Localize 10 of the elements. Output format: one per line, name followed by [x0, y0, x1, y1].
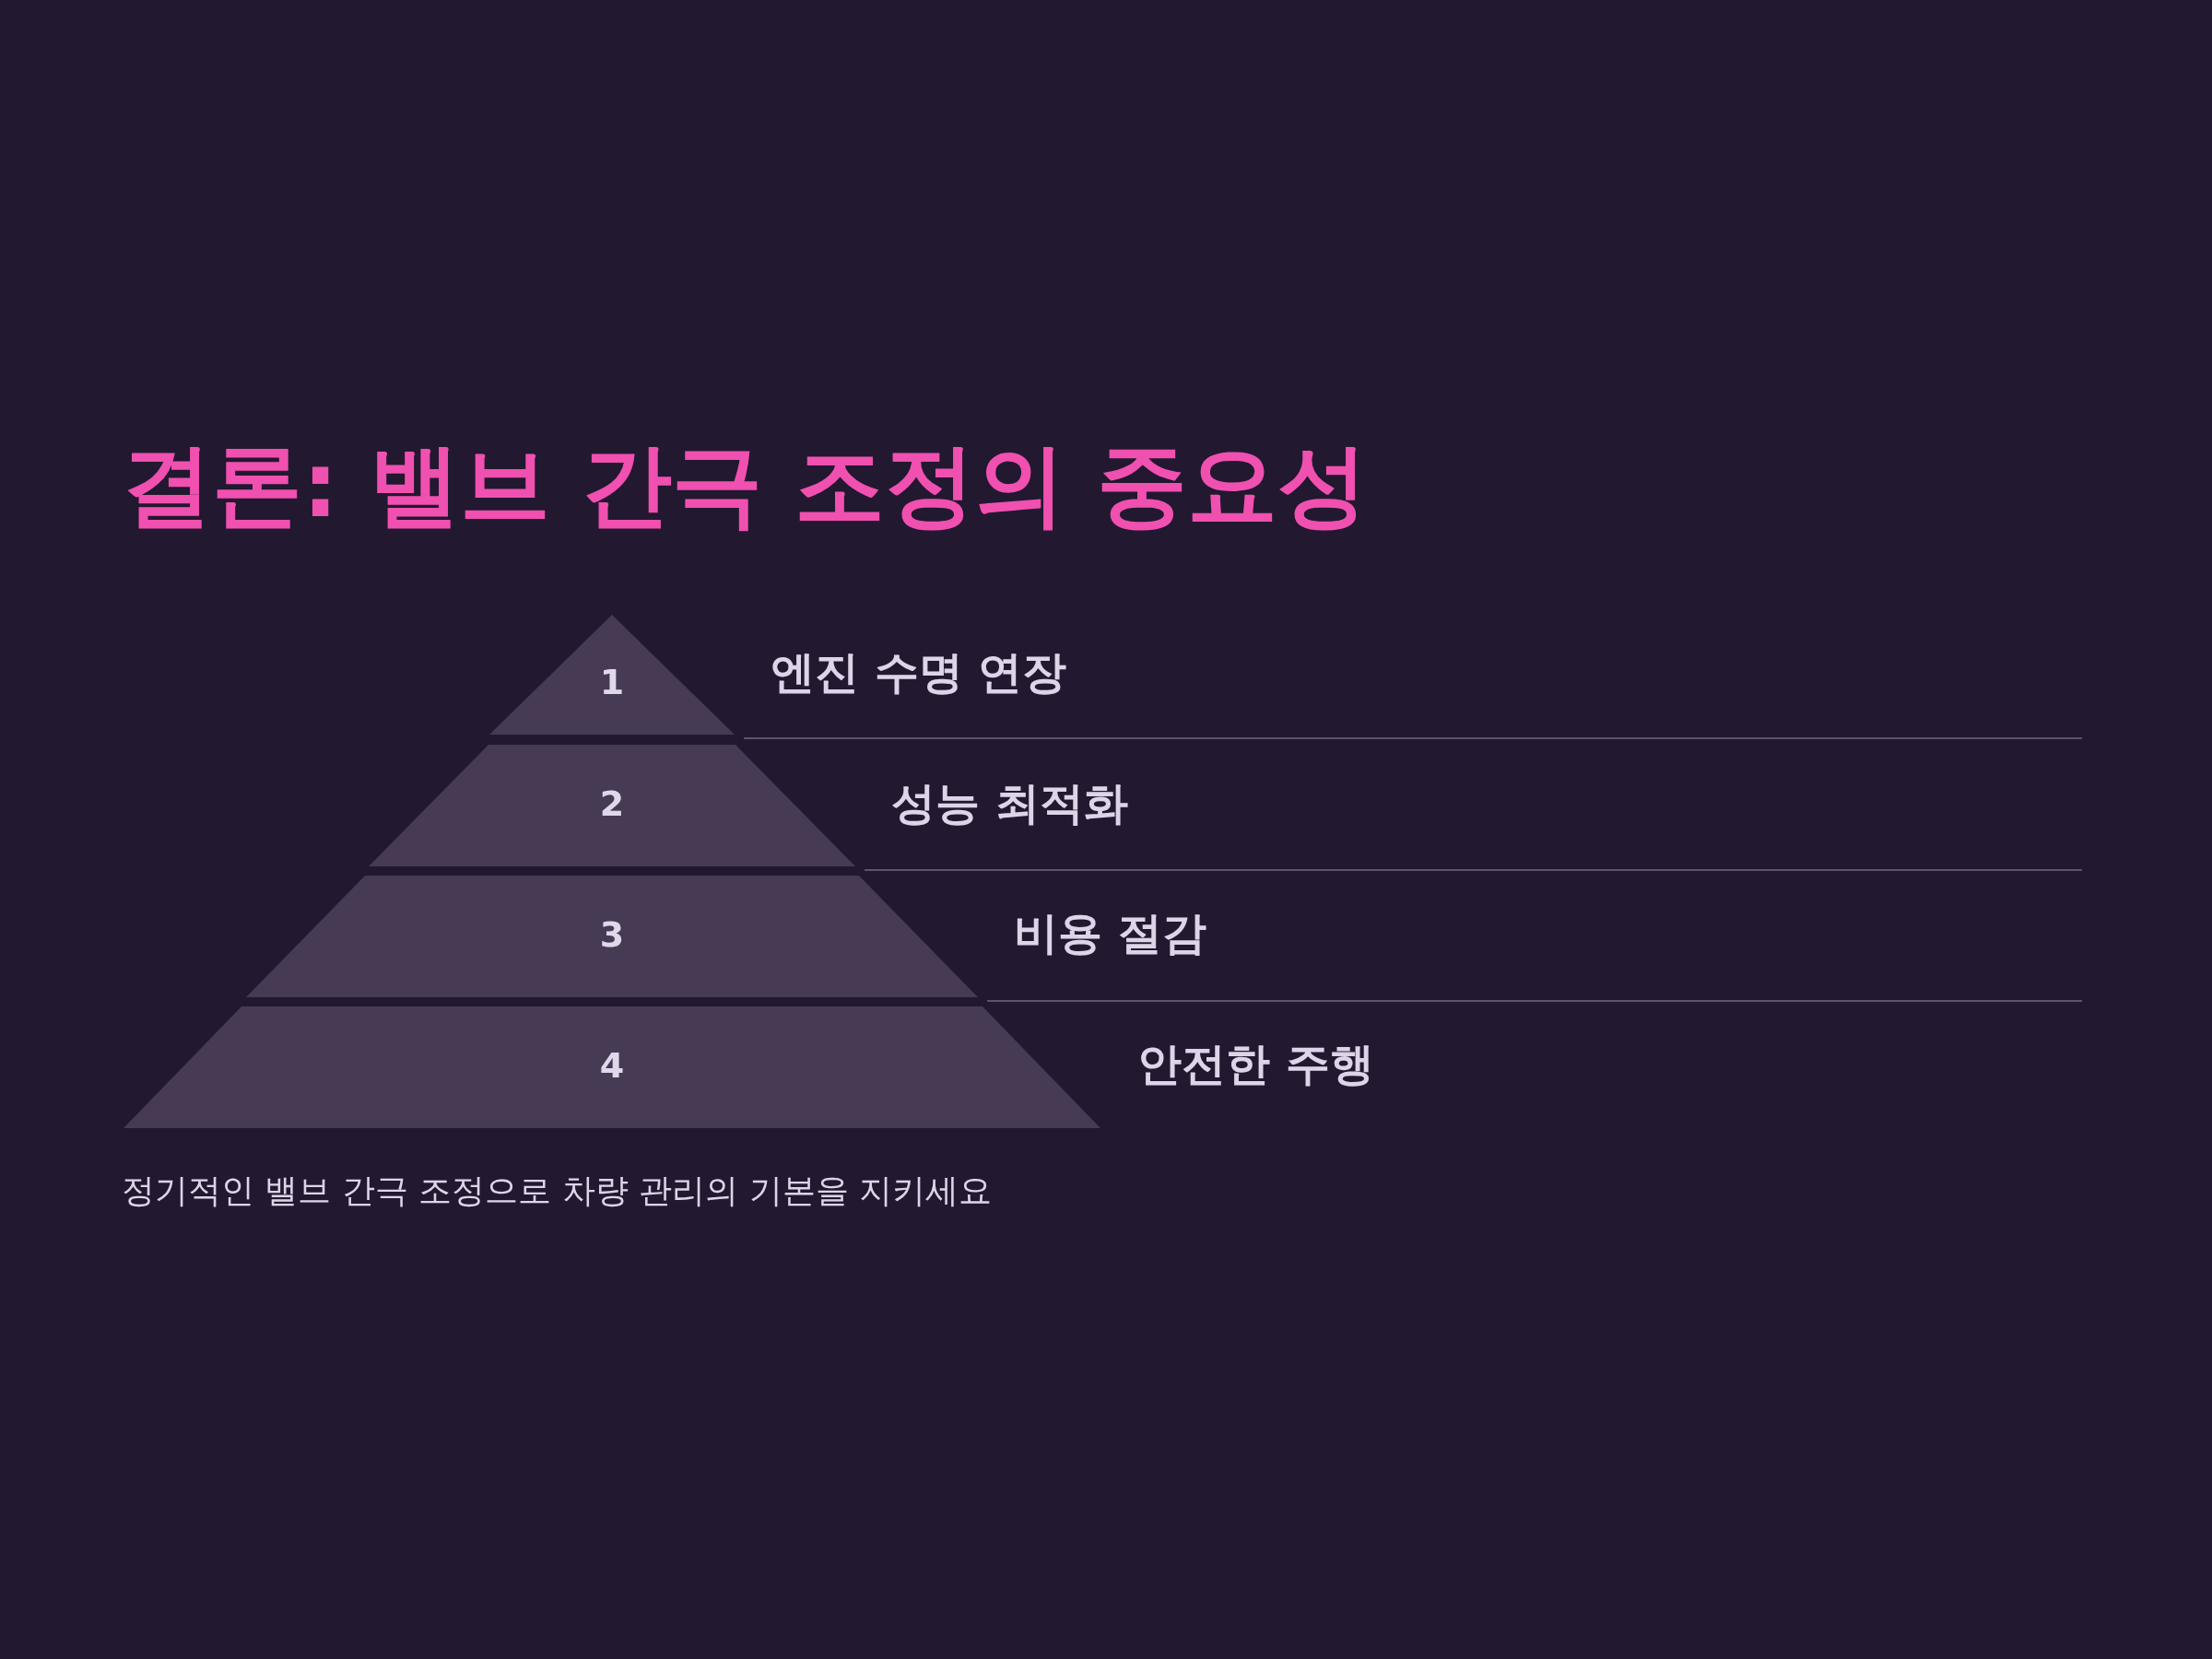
- tier-label: 안전한 주행: [1137, 1037, 1374, 1091]
- caption-text: 정기적인 밸브 간극 조정으로 차량 관리의 기본을 지키세요: [122, 1171, 993, 1211]
- tier-label: 비용 절감: [1014, 906, 1206, 960]
- tier-number: 3: [599, 914, 625, 955]
- slide-title: 결론: 밸브 간극 조정의 중요성: [122, 431, 1368, 539]
- tier-number: 2: [599, 783, 625, 824]
- tier-label: 엔진 수명 연장: [771, 645, 1067, 700]
- tier-number: 4: [599, 1045, 625, 1086]
- tier-number: 1: [599, 662, 625, 702]
- tier-label: 성능 최적화: [891, 776, 1128, 830]
